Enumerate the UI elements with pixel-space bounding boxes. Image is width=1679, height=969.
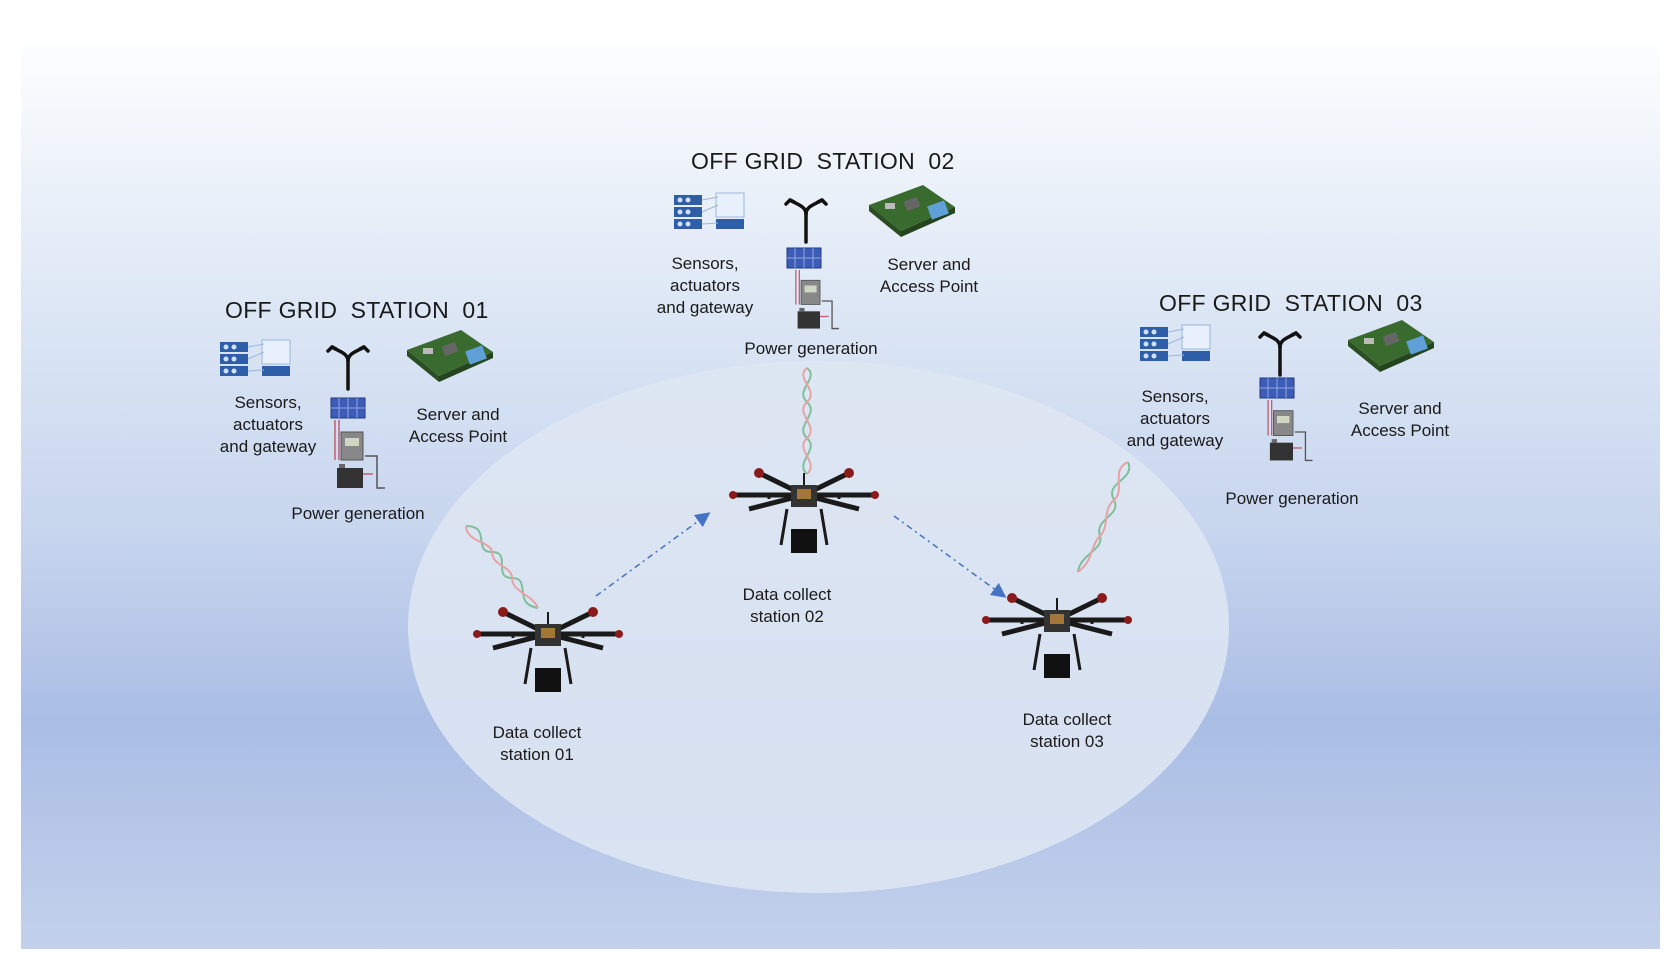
- station-01-server-label: Server and Access Point: [408, 405, 508, 446]
- station-01-power-label: Power generation: [291, 504, 425, 523]
- station-03-title: OFF GRID STATION 03: [1159, 290, 1423, 316]
- drone-01-label: Data collect station 01: [492, 723, 582, 764]
- station-03-power-label: Power generation: [1225, 489, 1359, 508]
- station-03-sensors-label: Sensors, actuators and gateway: [1126, 387, 1224, 450]
- dashed-arrow-icon: [594, 510, 714, 605]
- drone-icon: [982, 590, 1132, 701]
- solar-panel-icon: [786, 247, 823, 275]
- station-02-sensors-label: Sensors, actuators and gateway: [656, 254, 754, 317]
- antenna-icon: [1258, 329, 1302, 382]
- station-02-power-label: Power generation: [744, 339, 878, 358]
- dna-signal-icon: [462, 522, 542, 617]
- sensor-rack-icon: [220, 339, 292, 383]
- station-03-server-label: Server and Access Point: [1350, 399, 1450, 440]
- battery-icon: [1263, 400, 1323, 469]
- drone-icon: [729, 465, 879, 576]
- sensor-rack-icon: [672, 192, 748, 236]
- raspberry-pi-icon: [403, 328, 495, 389]
- battery-icon: [333, 420, 393, 497]
- dashed-arrow-icon: [892, 512, 1012, 607]
- drone-02-label: Data collect station 02: [742, 585, 832, 626]
- solar-panel-icon: [1259, 377, 1296, 405]
- station-01-sensors-label: Sensors, actuators and gateway: [219, 393, 317, 456]
- drone-03-label: Data collect station 03: [1022, 710, 1112, 751]
- battery-icon: [790, 270, 850, 337]
- solar-panel-icon: [330, 397, 367, 425]
- antenna-icon: [784, 196, 828, 249]
- station-02-server-label: Server and Access Point: [879, 255, 979, 296]
- dna-signal-icon: [1074, 460, 1134, 580]
- raspberry-pi-icon: [865, 183, 957, 244]
- station-02-title: OFF GRID STATION 02: [691, 148, 955, 174]
- dna-signal-icon: [792, 366, 822, 481]
- drone-icon: [473, 604, 623, 715]
- antenna-icon: [326, 343, 370, 396]
- station-01-title: OFF GRID STATION 01: [225, 297, 489, 323]
- sensor-rack-icon: [1136, 324, 1216, 368]
- raspberry-pi-icon: [1344, 318, 1436, 379]
